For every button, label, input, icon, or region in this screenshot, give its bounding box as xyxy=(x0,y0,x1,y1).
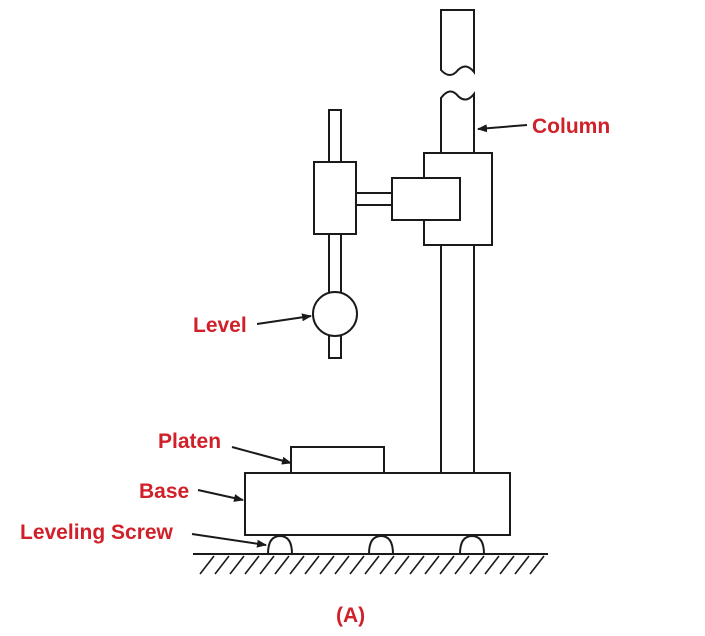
ground-hatch-line xyxy=(469,555,485,575)
ground-hatch-line xyxy=(379,555,395,575)
ground-hatch-line xyxy=(334,555,350,575)
platen-block xyxy=(290,446,385,474)
leveling-screw-foot xyxy=(266,534,294,555)
base-leader-arrow xyxy=(197,489,244,502)
leveling-screw-foot xyxy=(458,534,486,555)
label-column: Column xyxy=(532,115,611,138)
ground-hatch-line xyxy=(439,555,455,575)
label-base: Base xyxy=(139,480,190,503)
ground-hatch-line xyxy=(214,555,230,575)
level-leader-arrow xyxy=(256,313,312,325)
ground-surface xyxy=(193,553,548,575)
leveling-screws xyxy=(266,534,486,555)
column-top-segment xyxy=(440,9,475,76)
label-leveling-screw: Leveling Screw xyxy=(20,521,173,544)
column-leader-arrow xyxy=(477,124,528,133)
ground-hatch-line xyxy=(259,555,275,575)
platen-leader-arrow xyxy=(231,446,292,465)
base-block xyxy=(244,472,511,536)
ground-hatch-line xyxy=(274,555,290,575)
figure-caption: (A) xyxy=(336,604,366,627)
ground-hatch-line xyxy=(289,555,305,575)
ground-hatch-line xyxy=(349,555,365,575)
arm-clamp xyxy=(391,177,461,221)
ground-hatch-line xyxy=(454,555,470,575)
horizontal-arm xyxy=(356,192,392,206)
leveling-screw-foot xyxy=(367,534,395,555)
label-platen: Platen xyxy=(158,430,222,453)
ground-hatch-line xyxy=(244,555,260,575)
ground-hatch-line xyxy=(199,555,215,575)
ground-hatch-line xyxy=(409,555,425,575)
level-dial xyxy=(312,291,358,337)
ground-hatch-line xyxy=(319,555,335,575)
ground-hatch-line xyxy=(424,555,440,575)
ground-hatch-line xyxy=(529,555,545,575)
column-shaft xyxy=(440,90,475,476)
ground-hatch-line xyxy=(229,555,245,575)
leveling-screw-leader-arrow xyxy=(191,533,267,548)
rod-holder-block xyxy=(313,161,357,235)
ground-hatch-line xyxy=(364,555,380,575)
ground-hatch-line xyxy=(514,555,530,575)
ground-hatch-line xyxy=(484,555,500,575)
ground-hatch-line xyxy=(499,555,515,575)
ground-hatch-line xyxy=(394,555,410,575)
ground-hatch-line xyxy=(304,555,320,575)
label-level: Level xyxy=(193,314,247,337)
